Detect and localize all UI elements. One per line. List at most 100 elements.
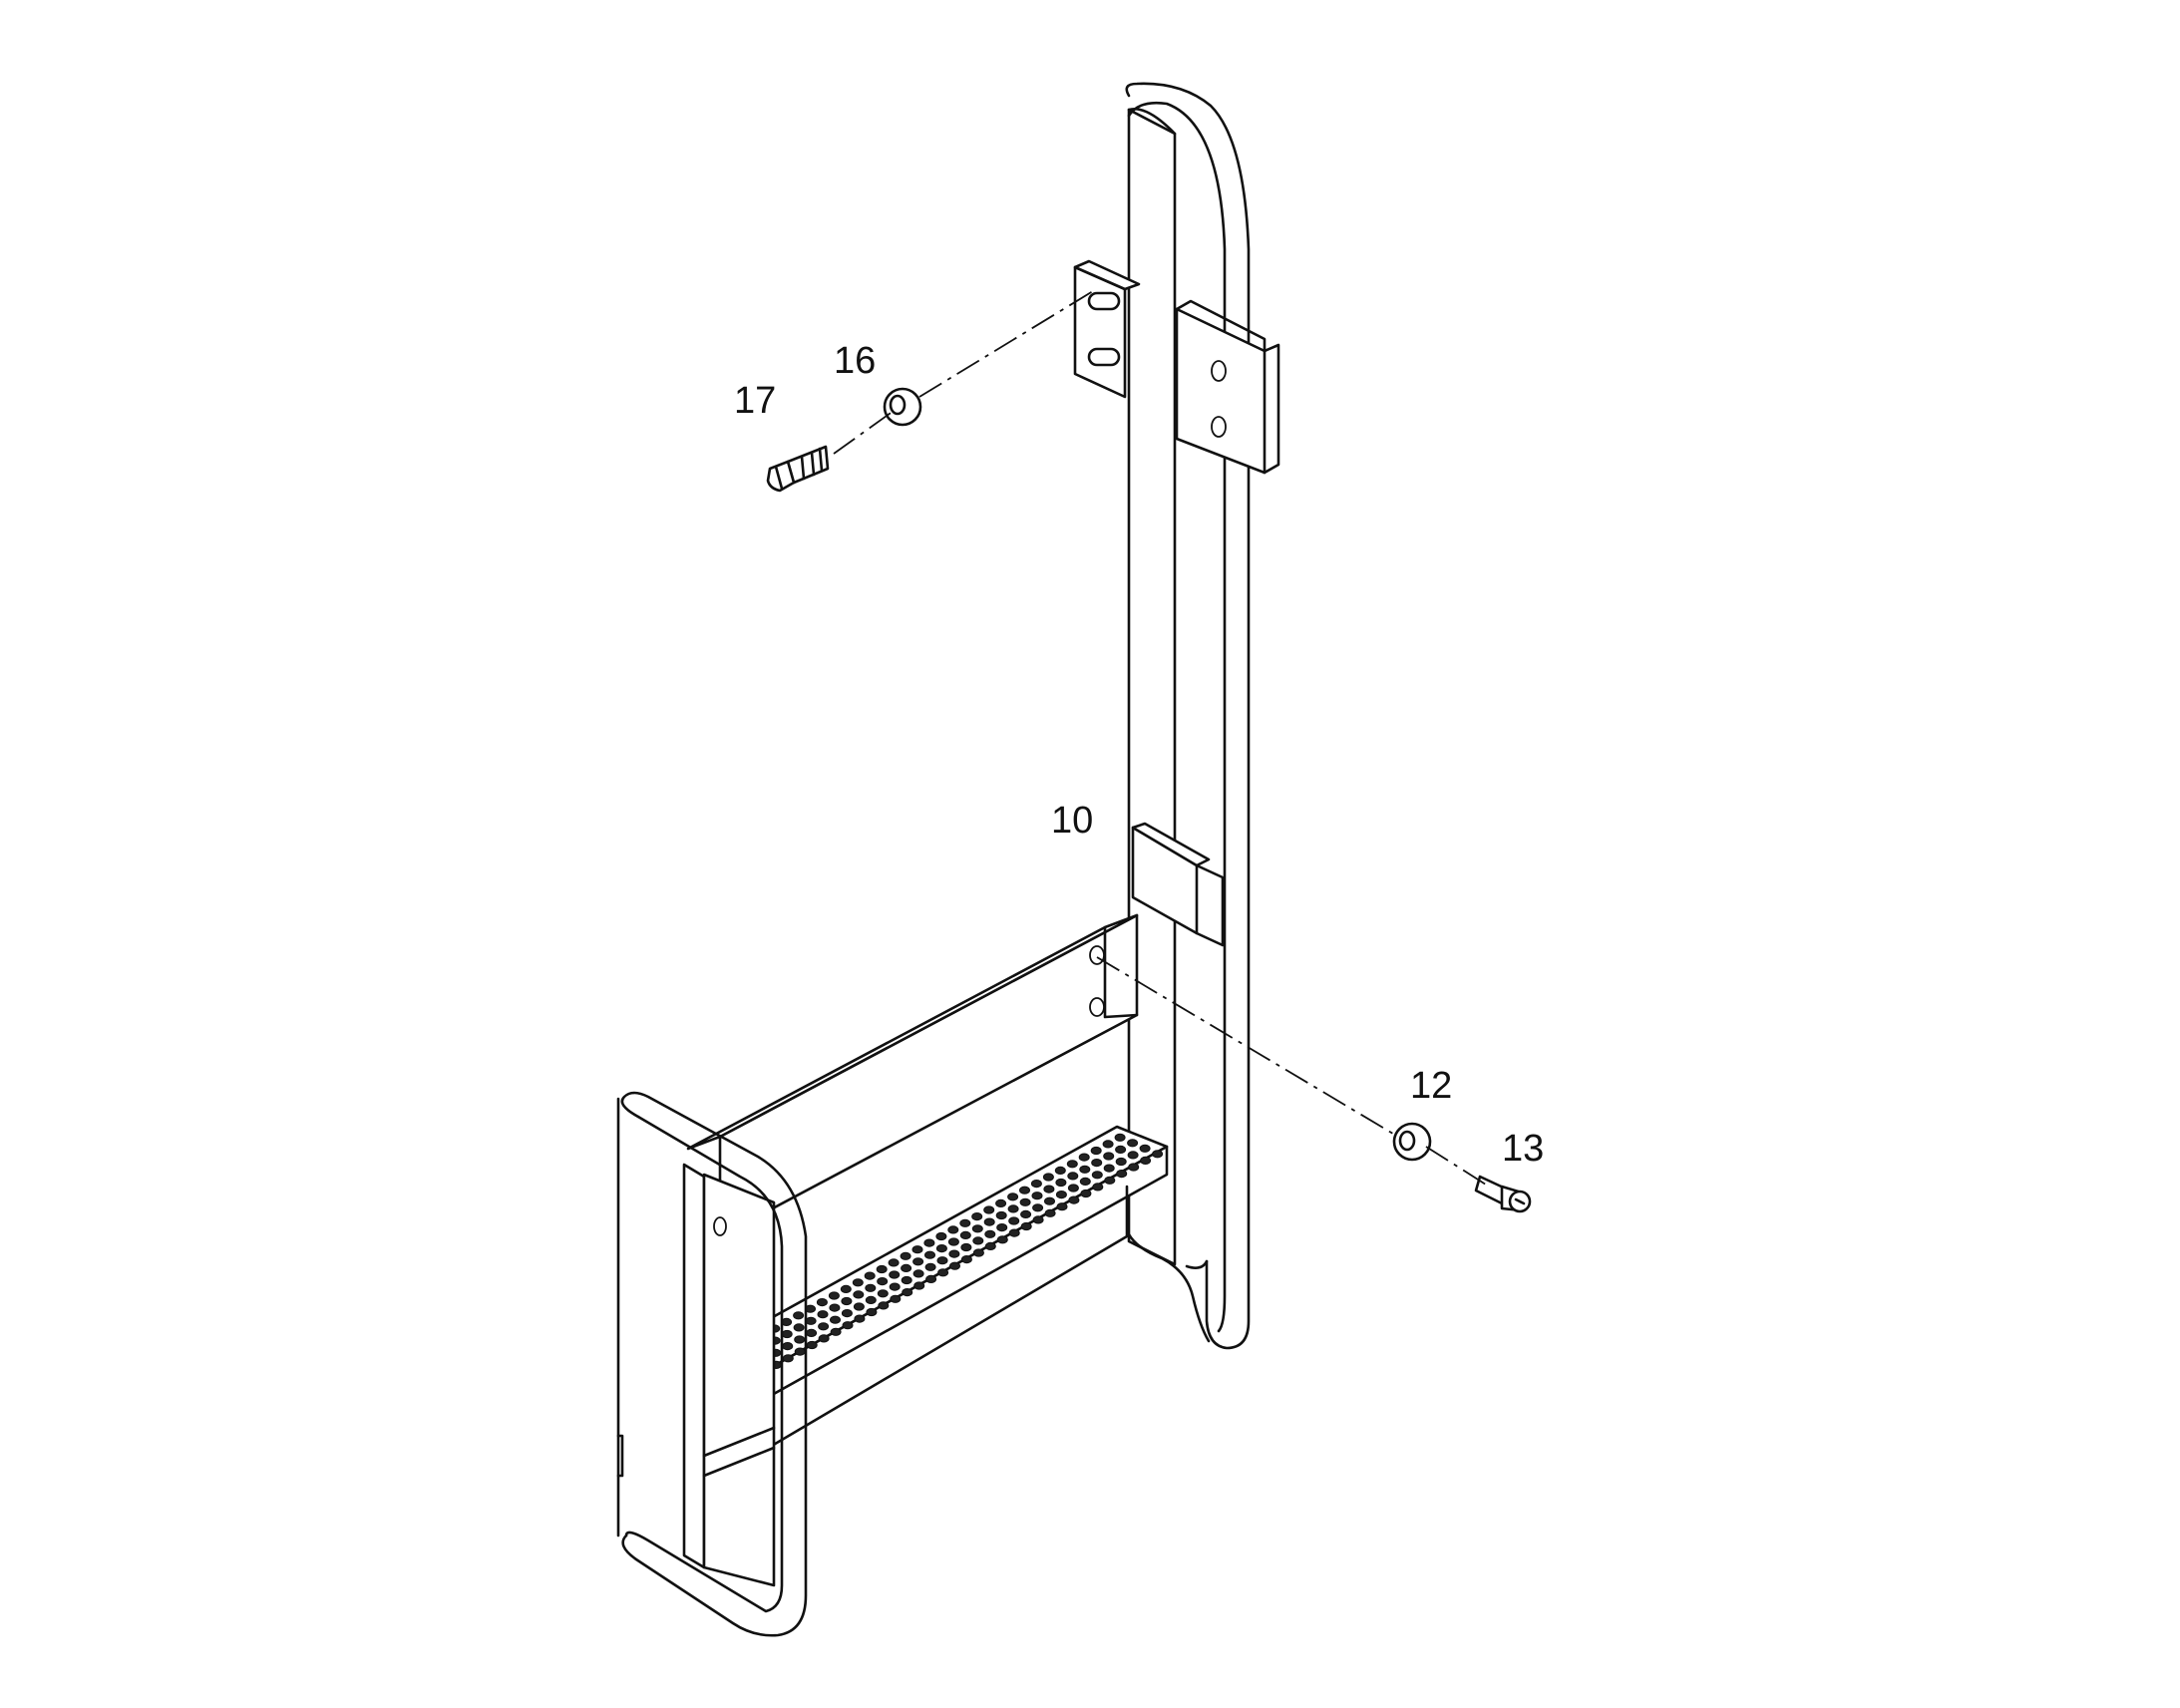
tread-hole	[806, 1328, 818, 1338]
tread-hole	[1140, 1156, 1152, 1166]
tread-hole	[853, 1290, 865, 1299]
tread-hole	[1043, 1185, 1055, 1194]
tread-hole	[949, 1261, 960, 1270]
tread-hole	[865, 1283, 877, 1292]
tread-hole	[924, 1262, 936, 1271]
tread-hole	[793, 1311, 805, 1320]
tread-hole	[972, 1236, 984, 1245]
vertical-side-plate	[1127, 107, 1177, 1266]
tread-hole	[1042, 1173, 1054, 1182]
tread-hole	[794, 1347, 806, 1356]
middle-support-bracket	[1131, 822, 1225, 947]
tread-hole	[1030, 1180, 1042, 1189]
tread-hole	[854, 1314, 866, 1323]
tread-hole	[1128, 1163, 1140, 1172]
tread-hole	[1092, 1183, 1104, 1192]
tread-hole	[1055, 1191, 1067, 1199]
tread-hole	[1008, 1216, 1020, 1225]
tread-hole	[889, 1282, 901, 1291]
tread-hole	[1067, 1184, 1079, 1193]
assembly-center-lines	[833, 290, 1487, 1186]
tread-hole	[935, 1244, 947, 1253]
tread-hole	[947, 1237, 959, 1246]
tread-hole	[782, 1354, 794, 1363]
tread-hole	[960, 1255, 972, 1264]
tread-hole	[925, 1274, 937, 1284]
tread-hole	[984, 1241, 996, 1251]
callout-13: 13	[1502, 1128, 1544, 1170]
tread-hole	[782, 1342, 794, 1351]
tread-hole	[877, 1277, 889, 1286]
tread-hole	[1044, 1208, 1056, 1217]
tread-hole	[841, 1309, 853, 1318]
tread-hole	[817, 1310, 829, 1319]
tread-hole	[959, 1218, 971, 1227]
tread-hole	[1055, 1178, 1067, 1188]
tread-hole	[971, 1224, 983, 1233]
tread-hole	[1031, 1192, 1043, 1200]
tread-hole	[1008, 1228, 1020, 1237]
tread-hole	[877, 1289, 889, 1298]
tread-hole	[912, 1257, 924, 1266]
tread-hole	[983, 1217, 995, 1226]
tread-hole	[995, 1210, 1007, 1220]
tread-hole	[864, 1271, 876, 1280]
tread-hole	[818, 1334, 830, 1343]
tread-hole	[794, 1335, 806, 1344]
tread-hole	[1032, 1215, 1044, 1224]
tread-hole	[853, 1302, 865, 1311]
tread-hole	[1114, 1133, 1126, 1142]
tread-hole	[1007, 1204, 1019, 1213]
tread-hole	[1079, 1165, 1091, 1174]
tread-hole	[781, 1329, 793, 1339]
tread-hole	[911, 1245, 923, 1254]
tread-hole	[1091, 1159, 1103, 1168]
tread-hole	[1080, 1189, 1092, 1198]
tread-hole	[1139, 1144, 1151, 1153]
callout-labels: 17 16 10 12 13	[734, 340, 1544, 1170]
left-side-frame	[616, 1091, 808, 1637]
vertical-handrail	[1125, 82, 1251, 1350]
tread-hole	[888, 1258, 900, 1267]
tread-hole	[901, 1275, 912, 1285]
tread-hole	[984, 1229, 996, 1238]
tread-hole	[983, 1205, 995, 1214]
tread-hole	[793, 1323, 805, 1332]
callout-12: 12	[1410, 1065, 1452, 1107]
tread-hole	[912, 1269, 924, 1278]
tread-hole	[806, 1340, 818, 1350]
tread-hole	[840, 1284, 852, 1294]
tread-hole	[1116, 1170, 1128, 1179]
tread-holes	[709, 1133, 1164, 1383]
tread-hole	[865, 1295, 877, 1305]
tread-hole	[901, 1263, 912, 1273]
washer-16	[883, 387, 922, 427]
tread-hole	[805, 1316, 817, 1325]
tread-hole	[1079, 1177, 1091, 1187]
tread-hole	[972, 1248, 984, 1257]
tread-hole	[841, 1296, 853, 1306]
upper-mounting-bracket	[1073, 259, 1280, 475]
tread-hole	[1103, 1152, 1115, 1161]
tread-hole	[889, 1270, 901, 1279]
hex-bolt-17	[766, 445, 830, 493]
tread-hole	[1102, 1140, 1114, 1149]
tread-hole	[842, 1321, 854, 1330]
tread-hole	[890, 1294, 902, 1303]
tread-hole	[866, 1307, 878, 1317]
tread-hole	[937, 1268, 949, 1277]
tread-hole	[829, 1303, 841, 1312]
tread-hole	[1044, 1196, 1055, 1205]
tread-hole	[1090, 1146, 1102, 1156]
tread-hole	[818, 1322, 830, 1331]
tread-hole	[1115, 1157, 1127, 1167]
tread-hole	[960, 1242, 972, 1252]
tread-hole	[948, 1249, 960, 1258]
tread-hole	[923, 1238, 935, 1247]
tread-hole	[1078, 1153, 1090, 1162]
tread-hole	[1104, 1176, 1116, 1185]
tread-hole	[830, 1327, 842, 1336]
tread-hole	[902, 1288, 913, 1297]
tread-hole	[1020, 1209, 1032, 1219]
